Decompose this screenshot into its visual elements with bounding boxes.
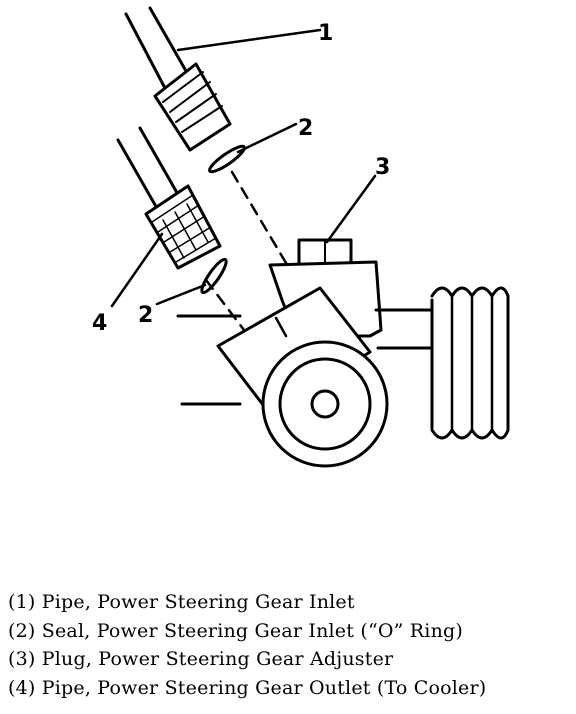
outlet-o-ring-lower: [200, 257, 228, 295]
callout-1: 1: [318, 21, 333, 46]
callout-2-upper: 2: [298, 116, 313, 141]
callout-4: 4: [92, 311, 107, 336]
legend-item-3: (3) Plug, Power Steering Gear Adjuster: [8, 648, 394, 670]
inlet-pipe: [124, 6, 192, 94]
rack-tube-left: [176, 314, 242, 406]
legend-item-1: (1) Pipe, Power Steering Gear Inlet: [8, 591, 355, 613]
inlet-o-ring-upper: [208, 144, 246, 174]
legend-item-4: (4) Pipe, Power Steering Gear Outlet (To…: [8, 676, 487, 699]
outlet-fitting-nut: [144, 184, 222, 270]
inlet-fitting-nut: [153, 62, 232, 152]
rack-boot-bellows: [430, 286, 510, 440]
parts-legend: (1) Pipe, Power Steering Gear Inlet (2) …: [8, 588, 574, 702]
power-steering-gear-diagram: 1 2 3 4 2: [92, 6, 510, 468]
callout-3: 3: [375, 155, 390, 180]
legend-item-2: (2) Seal, Power Steering Gear Inlet (“O”…: [8, 619, 463, 642]
outlet-pipe: [116, 126, 182, 212]
leader-lines: [110, 28, 377, 308]
callout-2-lower: 2: [138, 303, 153, 328]
pinion-housing: [261, 340, 389, 468]
